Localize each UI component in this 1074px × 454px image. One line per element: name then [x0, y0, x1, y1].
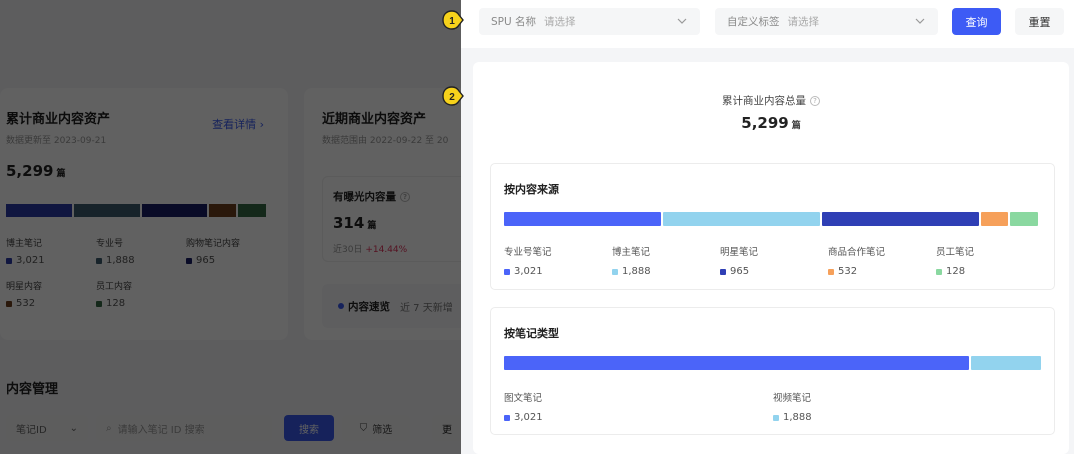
legend-label: 明星笔记: [720, 247, 759, 258]
color-swatch-icon: [936, 268, 942, 275]
color-swatch-icon: [828, 268, 834, 275]
legend-value: 965: [720, 266, 828, 277]
legend-value: 128: [936, 266, 1044, 277]
reset-button[interactable]: 重置: [1015, 8, 1064, 35]
legend-label: 员工笔记: [936, 247, 975, 258]
legend-label: 博主笔记: [612, 247, 651, 258]
annotation-badge-1: 1: [442, 10, 464, 30]
chevron-down-icon: [915, 18, 925, 24]
chevron-down-icon: [677, 18, 687, 24]
annotation-badge-2: 2: [442, 86, 464, 106]
by-source-title: 按内容来源: [504, 183, 559, 196]
bar-segment[interactable]: [981, 212, 1008, 226]
legend-item: 图文笔记 3,021: [504, 390, 773, 423]
help-icon[interactable]: ?: [810, 95, 820, 106]
legend-value: 1,888: [773, 412, 1042, 423]
query-button[interactable]: 查询: [952, 8, 1001, 35]
legend-value: 532: [828, 266, 936, 277]
legend-item: 员工笔记 128: [936, 244, 1044, 277]
legend-value: 3,021: [504, 266, 612, 277]
legend-label: 专业号笔记: [504, 247, 552, 258]
bar-segment[interactable]: [822, 212, 979, 226]
legend-item: 明星笔记 965: [720, 244, 828, 277]
bar-segment[interactable]: [1010, 212, 1038, 226]
svg-text:2: 2: [449, 92, 455, 103]
legend-value: 3,021: [504, 412, 773, 423]
legend-value: 1,888: [612, 266, 720, 277]
by-type-title: 按笔记类型: [504, 327, 559, 340]
filter-bar: SPU 名称请选择 自定义标签请选择 查询 重置: [461, 0, 1074, 48]
bar-segment[interactable]: [504, 356, 969, 370]
legend-item: 专业号笔记 3,021: [504, 244, 612, 277]
color-swatch-icon: [504, 414, 510, 421]
color-swatch-icon: [504, 268, 510, 275]
modal-overlay[interactable]: [0, 0, 461, 454]
color-swatch-icon: [720, 268, 726, 275]
svg-text:1: 1: [449, 16, 455, 27]
legend-item: 博主笔记 1,888: [612, 244, 720, 277]
bar-segment[interactable]: [663, 212, 820, 226]
total-title: 累计商业内容总量 ?: [473, 93, 1069, 108]
type-stacked-bar: [504, 356, 1042, 370]
legend-label: 商品合作笔记: [828, 247, 886, 258]
bar-segment[interactable]: [971, 356, 1041, 370]
custom-tag-select[interactable]: 自定义标签请选择: [715, 8, 938, 35]
legend-item: 商品合作笔记 532: [828, 244, 936, 277]
detail-drawer: SPU 名称请选择 自定义标签请选择 查询 重置 累计商业内容总量 ? 5,29…: [461, 0, 1074, 454]
legend-item: 视频笔记 1,888: [773, 390, 1042, 423]
legend-label: 图文笔记: [504, 393, 543, 404]
source-stacked-bar: [504, 212, 1042, 226]
color-swatch-icon: [612, 268, 618, 275]
spu-select[interactable]: SPU 名称请选择: [479, 8, 700, 35]
color-swatch-icon: [773, 414, 779, 421]
bar-segment[interactable]: [504, 212, 661, 226]
legend-label: 视频笔记: [773, 393, 812, 404]
